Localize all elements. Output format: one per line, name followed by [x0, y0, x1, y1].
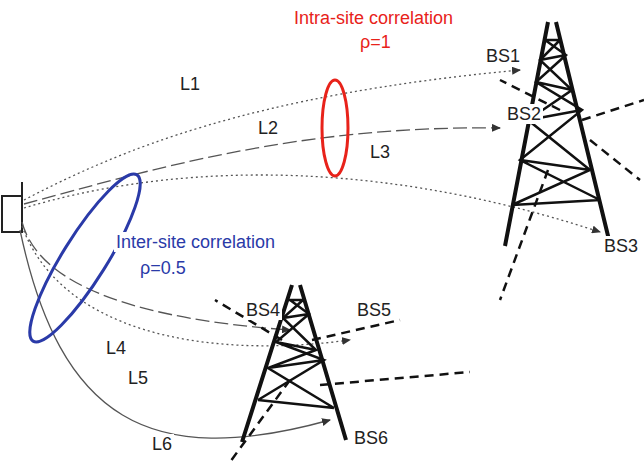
ue-antenna	[21, 182, 23, 214]
sector-lines-1	[500, 80, 644, 300]
path-label: L6	[150, 434, 174, 454]
correlation-title: Intra-site correlation	[292, 8, 455, 28]
base-station-label: BS2	[505, 104, 543, 124]
path-label: L4	[104, 338, 128, 358]
correlation-title: Inter-site correlation	[114, 232, 277, 252]
tower-2	[242, 285, 346, 442]
path-label: L2	[256, 118, 280, 138]
path-label: L3	[368, 142, 392, 162]
base-station-label: BS3	[602, 236, 640, 256]
inter-site-ellipse	[14, 163, 155, 353]
path-label: L5	[126, 368, 150, 388]
path-label: L1	[178, 74, 202, 94]
base-station-label: BS6	[352, 428, 390, 448]
correlation-value: ρ=0.5	[138, 258, 188, 278]
radio-paths	[20, 70, 600, 438]
base-station-label: BS5	[355, 300, 393, 320]
intra-site-ellipse	[322, 80, 348, 176]
correlation-value: ρ=1	[358, 32, 393, 52]
sector-lines-2	[215, 300, 470, 462]
ue-box	[2, 196, 22, 232]
base-station-label: BS4	[244, 300, 282, 320]
base-station-label: BS1	[484, 46, 522, 66]
